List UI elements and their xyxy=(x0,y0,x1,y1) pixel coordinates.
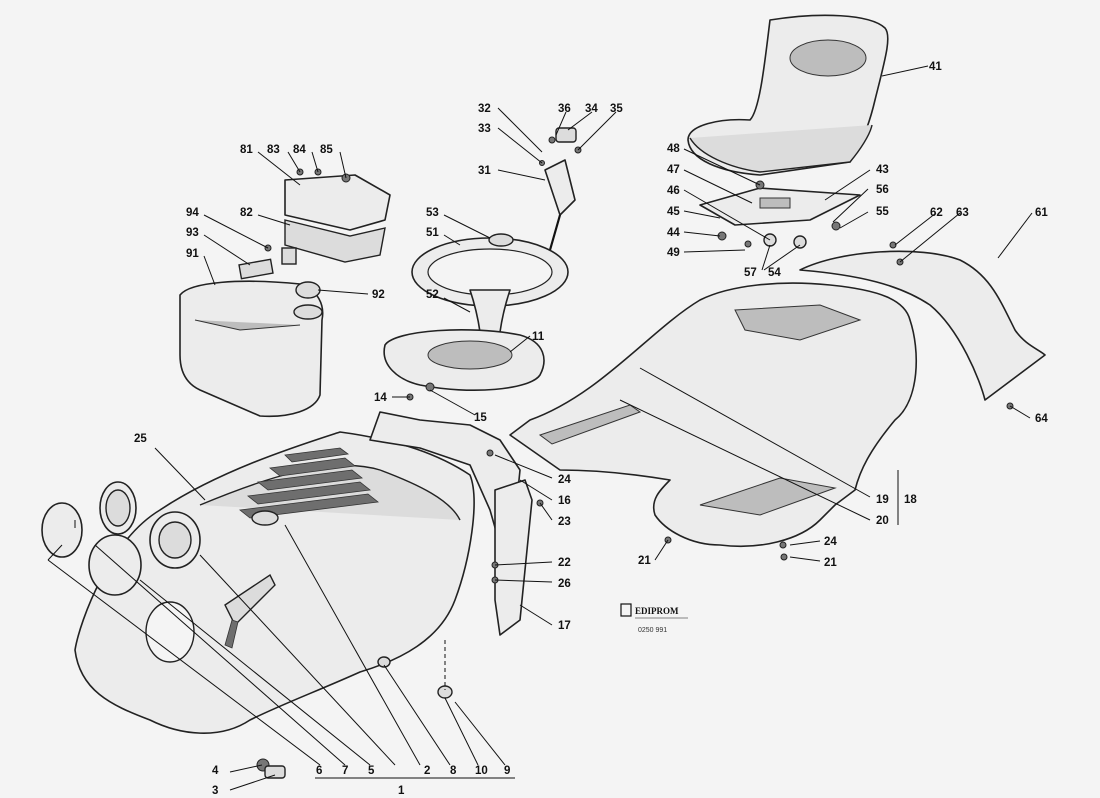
callout-64: 64 xyxy=(1035,413,1048,425)
callout-43: 43 xyxy=(876,164,889,176)
callout-41: 41 xyxy=(929,61,942,73)
hood xyxy=(74,431,475,734)
callout-17: 17 xyxy=(558,620,571,632)
ediprom-logo: EDIPROM 0250 991 xyxy=(620,603,688,634)
callout-93: 93 xyxy=(186,227,199,239)
callout-21a: 21 xyxy=(638,555,651,567)
callout-labels: 41 48 47 46 45 44 49 43 56 55 57 54 62 6… xyxy=(134,61,1048,797)
seat-bracket xyxy=(699,180,861,249)
callout-92: 92 xyxy=(372,289,385,301)
callout-14: 14 xyxy=(374,392,387,404)
callout-1: 1 xyxy=(398,785,405,797)
steering-wheel xyxy=(411,233,569,333)
logo-code: 0250 991 xyxy=(638,627,667,634)
callout-54: 54 xyxy=(768,267,781,279)
callout-16: 16 xyxy=(558,495,571,507)
callout-31: 31 xyxy=(478,165,491,177)
callout-47: 47 xyxy=(667,164,680,176)
callout-24b: 24 xyxy=(824,536,837,548)
callout-18: 18 xyxy=(904,494,917,506)
callout-61: 61 xyxy=(1035,207,1048,219)
callout-44: 44 xyxy=(667,227,680,239)
callout-83: 83 xyxy=(267,144,280,156)
dash-cover xyxy=(383,329,545,392)
callout-4: 4 xyxy=(212,765,219,777)
callout-34: 34 xyxy=(585,103,598,115)
callout-32: 32 xyxy=(478,103,491,115)
callout-19: 19 xyxy=(876,494,889,506)
callout-6: 6 xyxy=(316,765,322,777)
callout-45: 45 xyxy=(667,206,680,218)
callout-33: 33 xyxy=(478,123,491,135)
callout-10: 10 xyxy=(475,765,488,777)
callout-24a: 24 xyxy=(558,474,571,486)
callout-51: 51 xyxy=(426,227,439,239)
body-frame xyxy=(509,282,918,548)
steering-column-parts xyxy=(539,127,582,251)
battery-box xyxy=(238,168,391,280)
callout-49: 49 xyxy=(667,247,680,259)
dash-panel xyxy=(369,411,544,636)
fuel-tank xyxy=(179,280,324,418)
callout-85: 85 xyxy=(320,144,333,156)
callout-63: 63 xyxy=(956,207,969,219)
callout-3: 3 xyxy=(212,785,218,797)
logo-brand: EDIPROM xyxy=(635,606,679,616)
callout-81: 81 xyxy=(240,144,253,156)
callout-82: 82 xyxy=(240,207,253,219)
leader-lines xyxy=(47,65,1033,791)
hood-grille xyxy=(239,447,379,519)
callout-35: 35 xyxy=(610,103,623,115)
callout-48: 48 xyxy=(667,143,680,155)
callout-5: 5 xyxy=(368,765,375,777)
callout-94: 94 xyxy=(186,207,199,219)
callout-57: 57 xyxy=(744,267,757,279)
callout-23: 23 xyxy=(558,516,571,528)
callout-26: 26 xyxy=(558,578,571,590)
callout-53: 53 xyxy=(426,207,439,219)
callout-2: 2 xyxy=(424,765,430,777)
callout-7: 7 xyxy=(342,765,348,777)
callout-25: 25 xyxy=(134,433,147,445)
callout-21b: 21 xyxy=(824,557,837,569)
callout-8: 8 xyxy=(450,765,457,777)
callout-56: 56 xyxy=(876,184,889,196)
callout-91: 91 xyxy=(186,248,199,260)
callout-20: 20 xyxy=(876,515,889,527)
callout-84: 84 xyxy=(293,144,306,156)
callout-9: 9 xyxy=(504,765,510,777)
callout-36: 36 xyxy=(558,103,571,115)
callout-15: 15 xyxy=(474,412,487,424)
headlights xyxy=(41,481,453,779)
callout-52: 52 xyxy=(426,289,439,301)
callout-55: 55 xyxy=(876,206,889,218)
seat xyxy=(687,14,889,176)
callout-46: 46 xyxy=(667,185,680,197)
callout-62: 62 xyxy=(930,207,943,219)
callout-11: 11 xyxy=(532,331,545,343)
callout-22: 22 xyxy=(558,557,571,569)
